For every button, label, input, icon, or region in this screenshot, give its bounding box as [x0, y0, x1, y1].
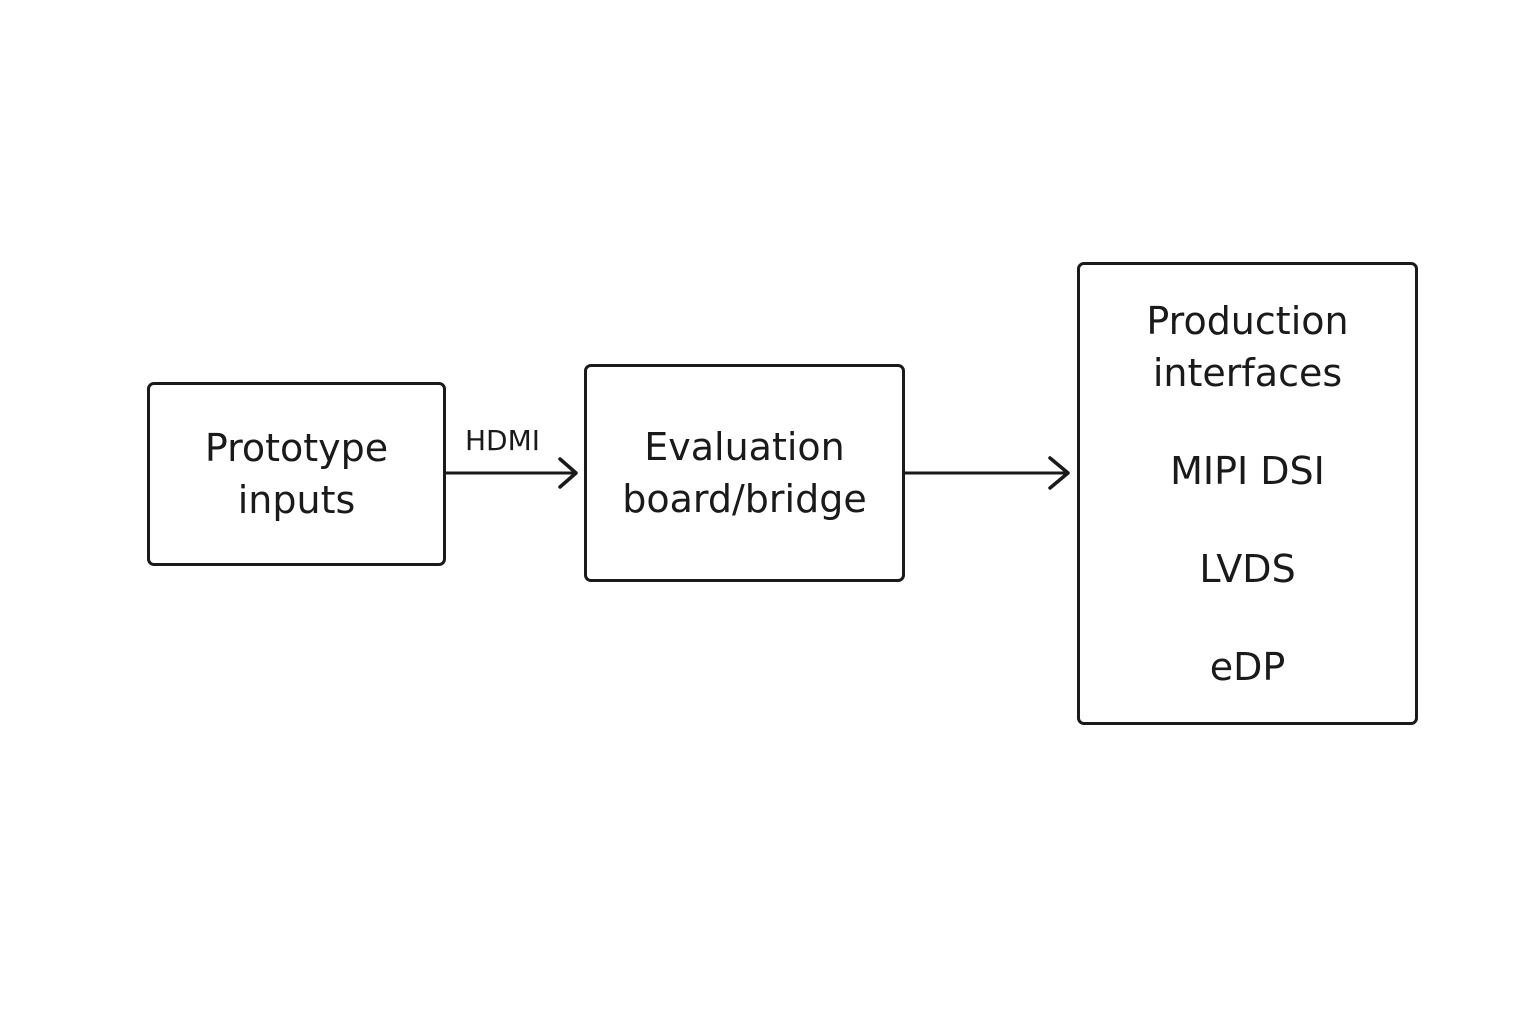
- node-label-line: inputs: [237, 478, 356, 522]
- edge-label-hdmi: HDMI: [465, 424, 541, 457]
- node-label-line: Prototype: [204, 426, 389, 470]
- node-evaluation-board: Evaluation board/bridge: [584, 364, 905, 582]
- interface-item-mipi-dsi: MIPI DSI: [1170, 449, 1325, 493]
- edge-eval-to-production: [905, 456, 1070, 490]
- arrowhead-icon: [1048, 456, 1070, 490]
- node-title-line: interfaces: [1152, 351, 1343, 395]
- interface-item-lvds: LVDS: [1199, 547, 1296, 591]
- node-production-interfaces: Production interfaces MIPI DSI LVDS eDP: [1077, 262, 1418, 725]
- node-title-line: Production: [1146, 299, 1349, 343]
- arrowhead-icon: [558, 457, 578, 489]
- interface-item-edp: eDP: [1209, 645, 1286, 689]
- node-prototype-inputs: Prototype inputs: [147, 382, 446, 566]
- node-label-line: Evaluation: [644, 425, 845, 469]
- node-label-line: board/bridge: [622, 477, 867, 521]
- edge-prototype-to-eval: [446, 457, 578, 489]
